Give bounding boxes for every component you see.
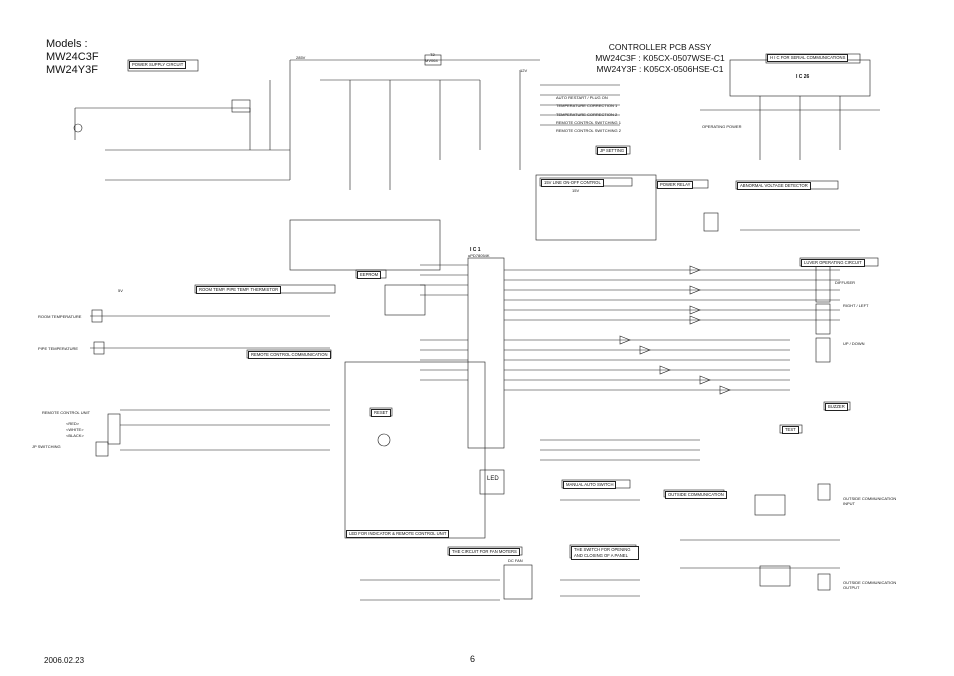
voltage-5: 5V (118, 288, 123, 293)
block-outside-comm: OUTSIDE COMMUNICATION (665, 491, 727, 499)
led-frame (344, 361, 486, 539)
ic1-chip (467, 257, 505, 449)
voltage-12: 12V (520, 68, 528, 73)
label-oc-output: OUTSIDE COMMUNICATION OUTPUT (843, 580, 897, 590)
diagram-title: CONTROLLER PCB ASSY MW24C3F : K05CX-0507… (540, 42, 780, 75)
label-remote-switching-1: REMOTE CONTROL SWITCHING 1 (556, 120, 621, 125)
label-temp-correction-2: TEMPERATURE CORRECTION 2 (556, 112, 618, 117)
label-remote-switching-2: REMOTE CONTROL SWITCHING 2 (556, 128, 621, 133)
title-main: CONTROLLER PCB ASSY (608, 42, 712, 52)
onoff-frame (535, 174, 657, 241)
label-jp-switching: JP SWITCHING (32, 444, 61, 449)
model-mw24c3f: MW24C3F (46, 51, 99, 63)
label-temp-correction-1: TEMPERATURE CORRECTION 1 (556, 103, 618, 108)
t2-label: T2 (430, 52, 435, 57)
ic26-label: I C 26 (796, 74, 810, 80)
block-fan-motors: THE CIRCUIT FOR FAN MOTERS (449, 548, 520, 556)
block-jp-setting: JP SETTING (597, 147, 628, 155)
block-15v-onoff: 15V LINE ON-OFF CONTROL (541, 179, 604, 187)
models-heading: Models : (46, 38, 88, 50)
label-oc-input: OUTSIDE COMMUNICATION INPUT (843, 496, 897, 506)
block-louver: LUVER OPERATING CIRCUIT (801, 259, 865, 267)
block-manual-auto: MANUAL AUTO SWITCH (563, 481, 617, 489)
label-room-temperature: ROOM TEMPERATURE (38, 314, 82, 319)
block-test: TEST (782, 426, 799, 434)
block-buzzer: BUZZER (825, 403, 848, 411)
block-panel-switch: THE SWITCH FOR OPENING AND CLOSING OF A … (571, 546, 639, 560)
label-pipe-temperature: PIPE TEMPERATURE (38, 346, 79, 351)
label-wire-black: <BLACK> (66, 433, 84, 438)
label-wire-red: <RED> (66, 421, 80, 426)
block-reset: RESET (371, 409, 391, 417)
models-block: Models : MW24C3F MW24Y3F (46, 38, 99, 77)
label-up-down: UP / DOWN (843, 341, 865, 346)
eeprom-frame (289, 219, 441, 271)
block-power-supply: POWER SUPPLY CIRCUIT (129, 61, 187, 69)
footer-date: 2006.02.23 (44, 656, 85, 665)
power-supply-frame (127, 59, 199, 72)
ac-source-symbol (73, 123, 83, 133)
label-auto-restart: AUTO RESTART / PLUG ON (556, 95, 608, 100)
label-wire-white: <WHITE> (66, 427, 84, 432)
block-hic-serial: H I C FOR SERIAL COMMUNICATIONS (767, 54, 849, 62)
voltage-285: 285V (296, 55, 306, 60)
label-operating-power: OPERATING POWER (702, 124, 742, 129)
block-room-temp-thermistor: ROOM TEMP. PIPE TEMP. THERMISTOR (196, 286, 282, 294)
ic1-label: I C 1 (470, 247, 481, 253)
label-right-left: RIGHT / LEFT (843, 303, 869, 308)
voltage-15: 15V (572, 188, 580, 193)
label-led: LED (487, 476, 499, 482)
t2-part: MV064 (425, 58, 438, 63)
block-remote-comm: REMOTE CONTROL COMMUNICATION (248, 351, 331, 359)
block-power-relay: POWER RELAY (657, 181, 694, 189)
title-line-2: MW24Y3F : K05CX-0506HSE-C1 (596, 64, 724, 74)
block-eeprom: EEPROM (357, 271, 382, 279)
model-mw24y3f: MW24Y3F (46, 64, 98, 76)
block-led-indicator: LED FOR INDICATOR & REMOTE CONTROL UNIT (346, 530, 450, 538)
page-number: 6 (470, 654, 476, 664)
title-line-1: MW24C3F : K05CX-0507WSE-C1 (595, 53, 725, 63)
block-abnormal-voltage: ABNORMAL VOLTAGE DETECTOR (737, 182, 811, 190)
label-dc-fan: DC FAN (508, 558, 523, 563)
label-remote-control-unit: REMOTE CONTROL UNIT (42, 410, 91, 415)
ic1-part: uPD78054K (468, 253, 490, 258)
label-diffuser: DIFFUSER (835, 280, 855, 285)
